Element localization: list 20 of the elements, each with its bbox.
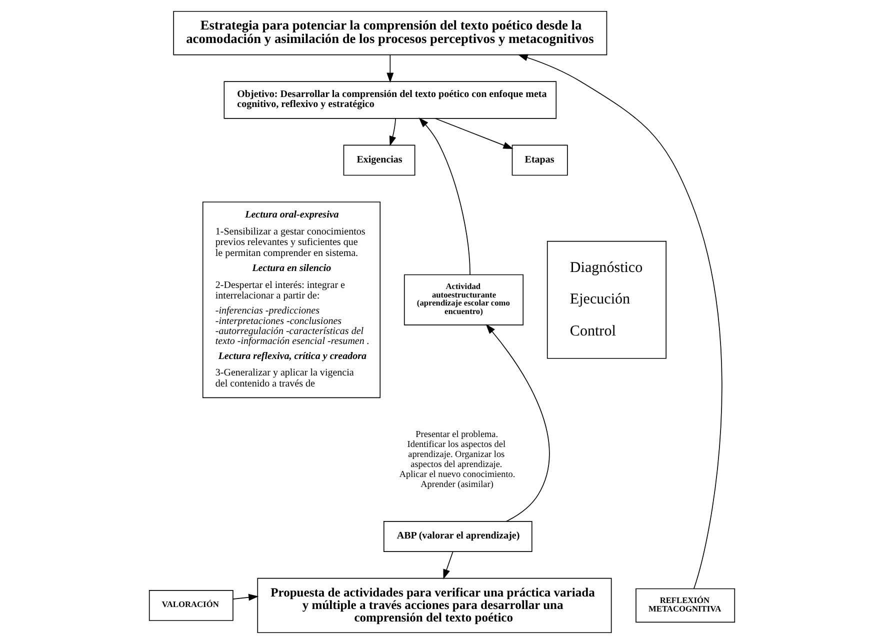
node-box: REFLEXIÓN METACOGNITIVA	[636, 588, 736, 623]
arrow	[389, 118, 396, 146]
arrow	[443, 551, 454, 580]
node-box: Diagnóstico Ejecución Control	[546, 240, 666, 359]
node-label: Presentar el problema. Identificar los aspectos del aprendizaje. Organizar los aspectos del aprendizaje. Aplicar el nuevo conocimiento. Aprender (asimilar)	[399, 428, 516, 489]
node-box: Propuesta de actividades para verificar una práctica variada y múltiple a través acciones para desarrollar una comprensión del texto poético	[257, 578, 612, 634]
arrow	[434, 118, 514, 149]
arrow	[418, 118, 470, 276]
node-box: Estrategia para potenciar la comprensión del texto poético desde la acomodación y asimilación de los procesos perceptivos y metacognitivos	[173, 10, 608, 56]
arrow	[518, 54, 722, 589]
arrow	[486, 324, 550, 522]
node-box: Actividad autoestructurante (aprendizaje escolar como encuentro)	[404, 274, 524, 326]
node-box: VALORACIÓN	[148, 590, 234, 621]
node-box: Exigencias	[343, 144, 416, 176]
arrow	[232, 594, 259, 601]
node-box: Objetivo: Desarrollar la comprensión del texto poético con enfoque meta cognitivo, reflexivo y estratégico	[224, 81, 557, 119]
arrow	[386, 54, 394, 83]
node-box: Lectura oral-expresiva 1-Sensibilizar a gestar conocimientos previos relevantes y suficientes que le permitan comprender en sistema. Lectura en silencio 2-Despertar el interés: integrar e interrelacionar a partir de: -inferencias -predicciones -interpretaciones -conclusiones -autorregulación -características del texto -información esencial -resumen . Lectura reflexiva, crítica y creadora 3-Generalizar y aplicar la vigencia del contenido a través de	[202, 202, 381, 398]
node-box: Etapas	[512, 144, 568, 176]
node-box: ABP (valorar el aprendizaje)	[383, 521, 532, 552]
